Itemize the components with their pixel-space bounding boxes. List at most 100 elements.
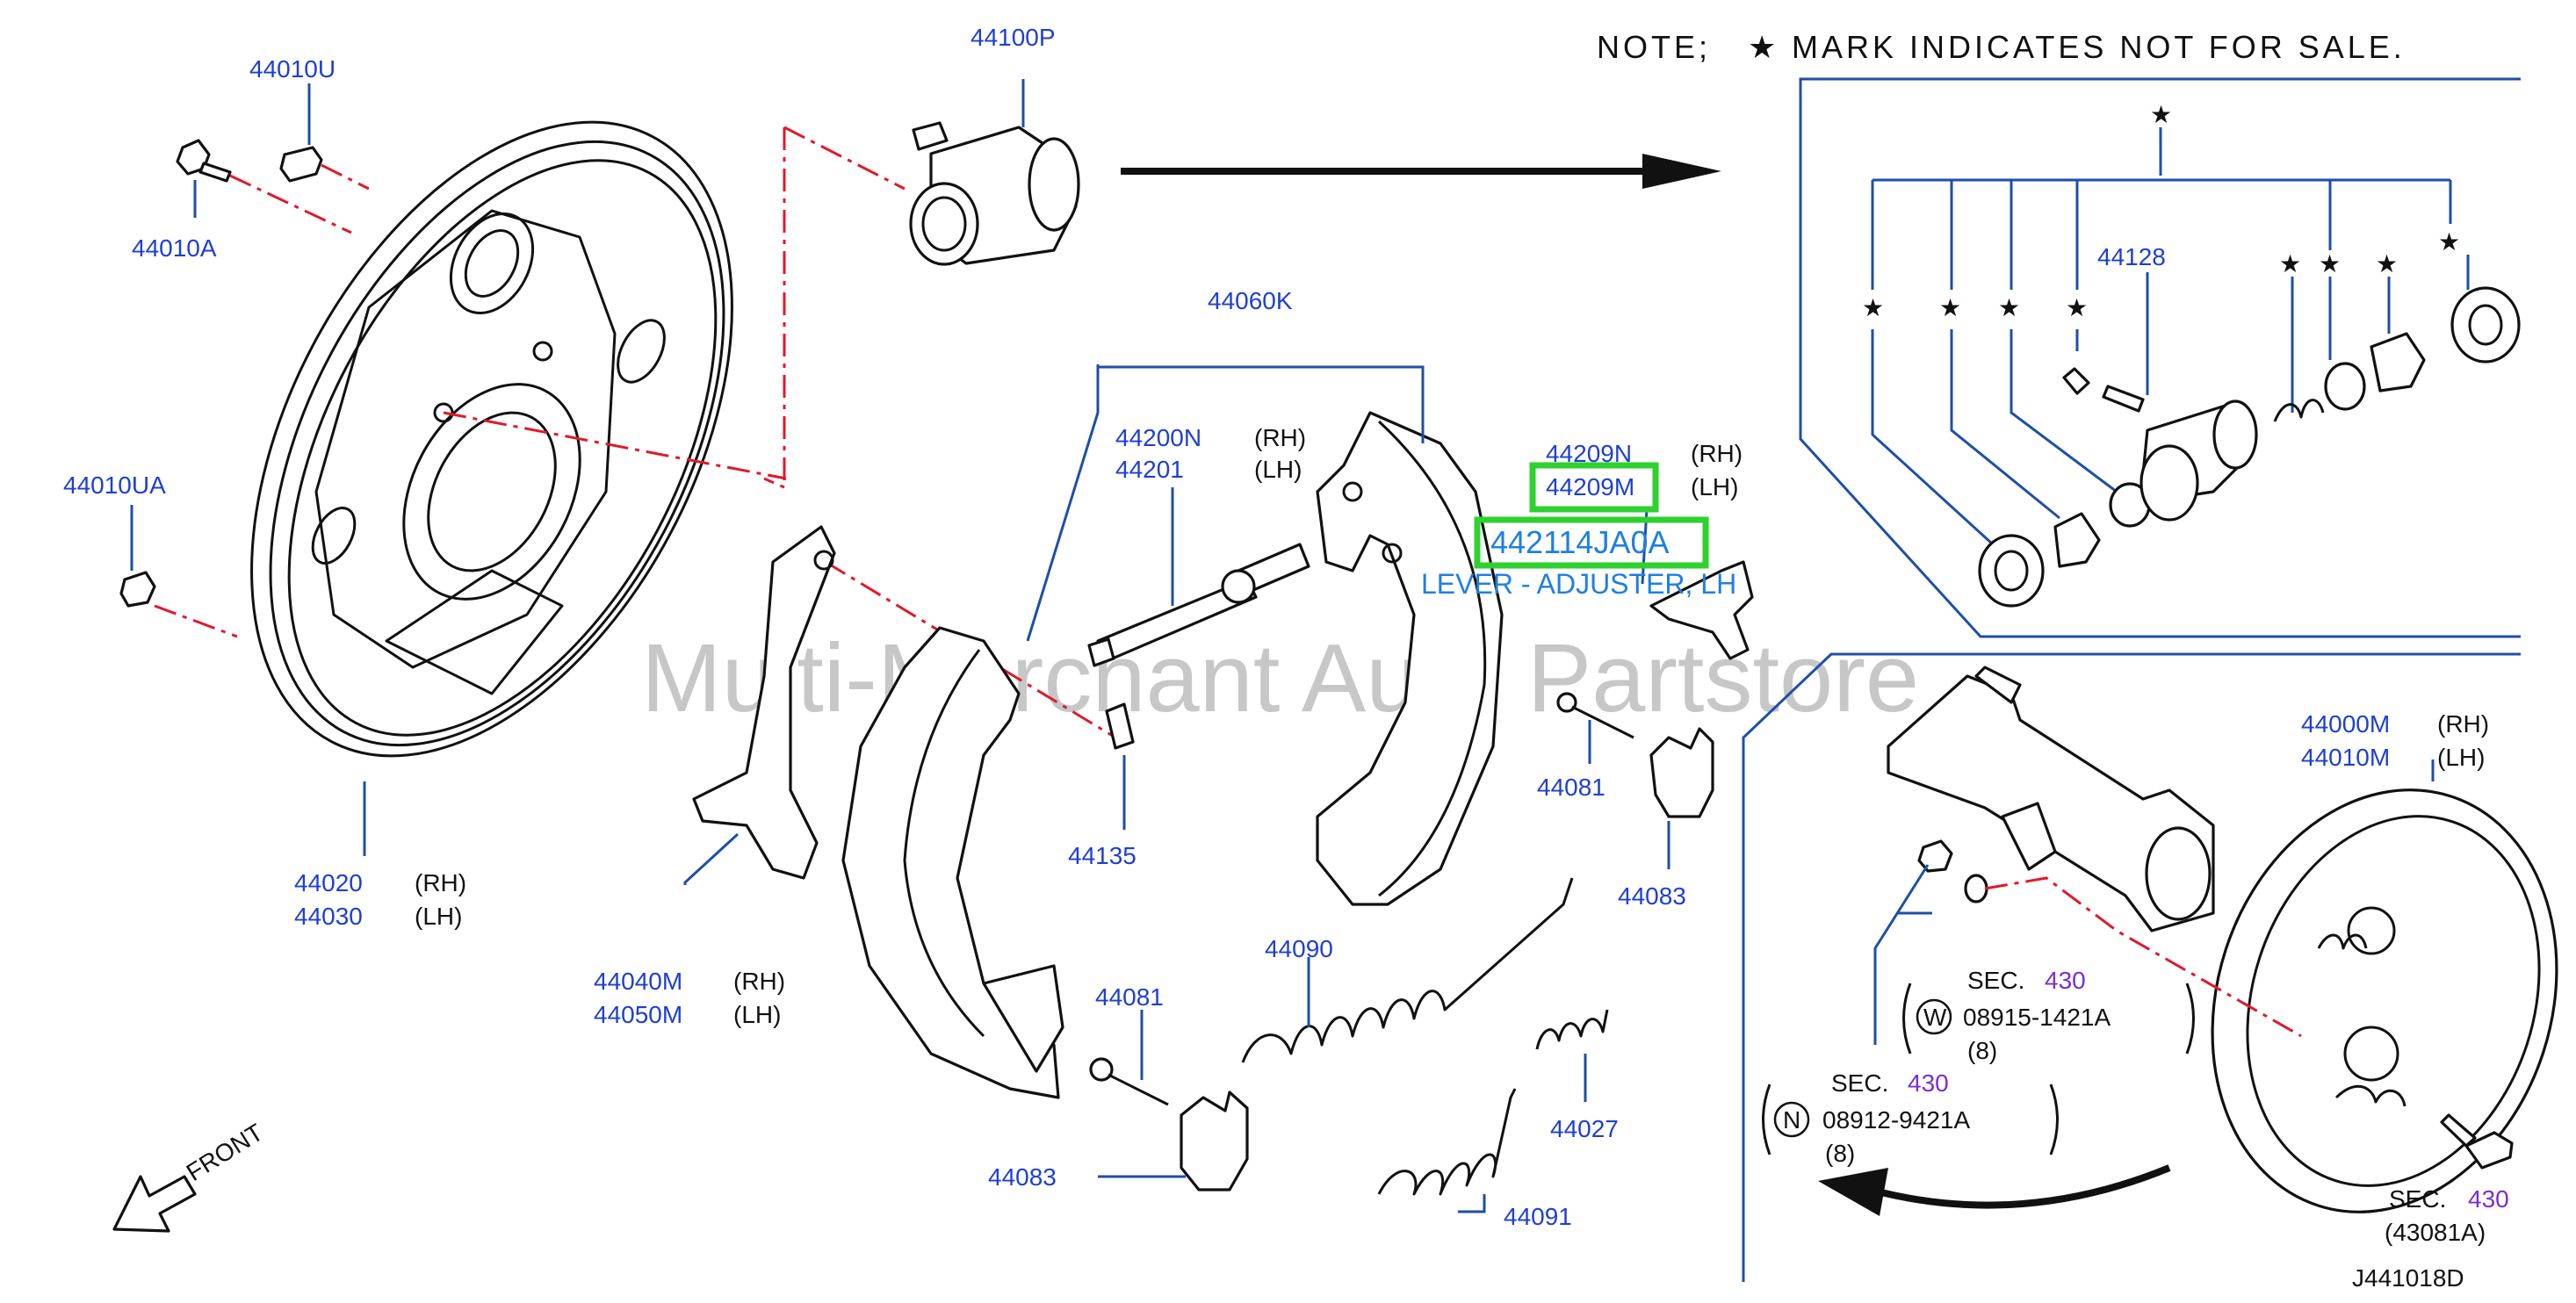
adjuster-lever-drawing (1649, 560, 1754, 660)
spring-44027-drawing (1535, 1009, 1609, 1050)
highlight-box-part (1474, 516, 1709, 569)
label-44000M: 44000M (2301, 710, 2390, 738)
assembly-frame (1742, 652, 2521, 1282)
label-44060K: 44060K (1208, 287, 1293, 314)
axle-assembly-drawing (1887, 666, 2215, 932)
pin-44081-upper-drawing (1556, 692, 1634, 739)
label-44081-upper: 44081 (1537, 774, 1605, 801)
svg-text:★: ★ (1939, 294, 1961, 321)
label-44128: 44128 (2097, 243, 2166, 270)
nut-part-number: 08912-9421A (1822, 1106, 1970, 1134)
nut-symbol-icon: N (1783, 1106, 1800, 1134)
wheel-cylinder-44100P-drawing (909, 121, 1080, 266)
sec-num-washer: 430 (2045, 967, 2086, 994)
section-references: SEC. 430 W 08915-1421A (8) SEC. 430 N 08… (1773, 967, 2509, 1246)
label-44050M: 44050M (594, 1001, 682, 1028)
svg-text:★: ★ (2319, 250, 2341, 277)
washer-qty: (8) (1967, 1037, 1997, 1064)
leader-lines (130, 79, 1670, 1213)
note-header: NOTE; ★ MARK INDICATES NOT FOR SALE. (1597, 29, 2406, 65)
nut-and-washer-drawing (1917, 839, 1988, 903)
bolt-44010A-drawing (176, 139, 232, 183)
label-44201: 44201 (1115, 456, 1184, 483)
front-label: FRONT (182, 1119, 268, 1186)
adjuster-44200N-drawing (1087, 543, 1310, 667)
plug-44010UA-drawing (119, 571, 156, 608)
label-44020: 44020 (294, 869, 363, 896)
label-44209N-rh: (RH) (1691, 440, 1743, 467)
brake-shoe-rear-drawing (1316, 411, 1504, 906)
label-44030: 44030 (294, 903, 363, 930)
label-44209M: 44209M (1546, 473, 1634, 500)
drum-brake-assembly-drawing (2211, 788, 2558, 1213)
highlight-part-description: LEVER - ADJUSTER, LH (1421, 568, 1736, 600)
arrow-to-detail-icon (1121, 154, 1721, 189)
label-44100P: 44100P (971, 24, 1056, 51)
label-44010U: 44010U (249, 55, 336, 83)
pin-44081-lower-drawing (1089, 1057, 1169, 1106)
sec-label-bolt: SEC. (2389, 1185, 2446, 1213)
sec-num-bolt: 430 (2468, 1185, 2509, 1213)
detail-stars: ★ ★ ★ ★ ★ ★ ★ ★ (1862, 228, 2460, 321)
assembly-leaders (1873, 759, 2435, 1045)
svg-text:★: ★ (2376, 250, 2398, 277)
label-44040M-rh: (RH) (733, 968, 785, 995)
label-44081-lower: 44081 (1095, 983, 1164, 1011)
rotate-arrow-icon (1818, 1164, 2171, 1216)
spring-44091-drawing (1377, 1088, 1517, 1196)
front-direction-icon (112, 1175, 197, 1233)
label-44010UA: 44010UA (63, 472, 166, 499)
note-prefix: NOTE; (1597, 29, 1711, 65)
parking-lever-44040M-drawing (692, 525, 836, 880)
clip-44135-drawing (1105, 702, 1135, 750)
highlighted-part[interactable]: 442114JA0A LEVER - ADJUSTER, LH (1421, 462, 1736, 600)
svg-text:★: ★ (1998, 294, 2020, 321)
wheel-cylinder-detail-frame (1799, 77, 2521, 638)
label-44200N: 44200N (1115, 424, 1201, 451)
label-44010M-lh: (LH) (2437, 744, 2485, 771)
label-44200N-rh: (RH) (1254, 424, 1306, 451)
svg-text:★: ★ (1862, 294, 1884, 321)
retainer-44083-lower-drawing (1180, 1091, 1249, 1191)
sec-label-nut: SEC. (1831, 1069, 1888, 1097)
part-labels: 44100P 44010U 44010A 44010UA 44020 (RH) … (63, 24, 2489, 1230)
backing-plate-drawing (250, 120, 733, 758)
label-44020-rh: (RH) (415, 869, 466, 896)
sec-num-nut: 430 (1908, 1069, 1949, 1097)
diagram-code: J441018D (2352, 1264, 2464, 1292)
label-44083-upper: 44083 (1618, 882, 1686, 910)
highlight-part-number[interactable]: 442114JA0A (1490, 524, 1670, 560)
label-44083-lower: 44083 (988, 1163, 1057, 1191)
label-44209M-lh: (LH) (1691, 473, 1738, 500)
label-44027: 44027 (1550, 1115, 1619, 1142)
label-44010A: 44010A (132, 234, 217, 262)
label-44135: 44135 (1068, 842, 1136, 869)
label-44010M: 44010M (2301, 744, 2390, 771)
label-44091: 44091 (1504, 1203, 1572, 1230)
bolt-43081A-drawing (2440, 1113, 2514, 1170)
label-44030-lh: (LH) (415, 903, 462, 930)
highlight-box-44209M (1529, 462, 1659, 513)
retainer-44083-upper-drawing (1649, 727, 1714, 818)
clip-44010U-drawing (279, 146, 323, 183)
note-text: MARK INDICATES NOT FOR SALE. (1792, 29, 2406, 65)
svg-text:★: ★ (2438, 228, 2460, 256)
label-44090: 44090 (1265, 935, 1333, 962)
washer-symbol-icon: W (1923, 1004, 1947, 1031)
svg-text:★: ★ (2066, 294, 2088, 321)
brake-shoe-front-drawing (841, 626, 1064, 1099)
label-44000M-rh: (RH) (2437, 710, 2489, 738)
label-44050M-lh: (LH) (733, 1001, 781, 1028)
nut-qty: (8) (1825, 1140, 1855, 1167)
svg-text:★: ★ (2279, 250, 2301, 277)
watermark: Multi-Merchant Auto Partstore (641, 624, 1919, 732)
washer-part-number: 08915-1421A (1963, 1004, 2111, 1031)
wheel-cylinder-exploded-drawing (1978, 286, 2521, 608)
label-44201-lh: (LH) (1254, 456, 1302, 483)
bracket-marks (1762, 983, 2195, 1155)
note-star-icon: ★ (1748, 29, 1779, 65)
sec-label-washer: SEC. (1967, 967, 2024, 994)
spring-44090-drawing (1241, 877, 1574, 1063)
label-44040M: 44040M (594, 968, 682, 995)
